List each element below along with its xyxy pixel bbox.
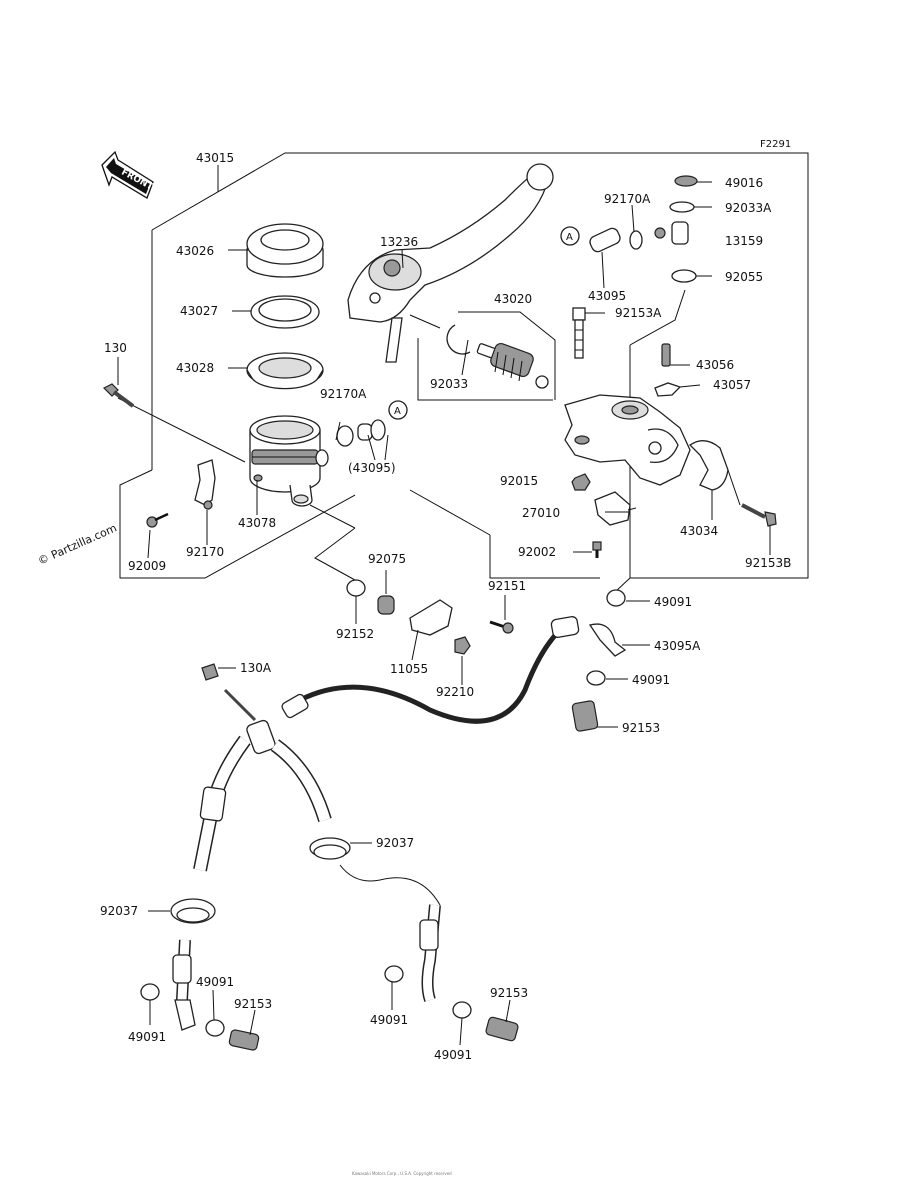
bolt-92153-right [485, 1016, 519, 1042]
bleeder-43056 [661, 343, 671, 367]
cap-49016 [674, 175, 698, 187]
bolt-92153-upper [571, 700, 599, 732]
reservoir-diaphragm [246, 352, 324, 390]
label-43095A: 43095A [654, 639, 701, 653]
label-49091-e: 49091 [370, 1013, 408, 1027]
washer-49091-mid-right [384, 965, 404, 983]
spacer-92075 [377, 595, 395, 615]
label-92152: 92152 [336, 627, 374, 641]
screw-92002 [592, 541, 602, 558]
label-43020: 43020 [494, 292, 532, 306]
callout-a2-letter: A [566, 232, 573, 243]
nut-92210 [454, 636, 471, 655]
bolt-92153A [572, 307, 586, 359]
label-43026: 43026 [176, 244, 214, 258]
label-43095: 43095 [588, 289, 626, 303]
washer-49091-upper-2 [586, 670, 606, 686]
hose-clamp-92037-left [170, 898, 216, 924]
label-11055: 11055 [390, 662, 428, 676]
leader-lines [117, 181, 771, 1046]
cap-43057 [654, 382, 682, 397]
label-130A: 130A [240, 661, 272, 675]
label-92055: 92055 [725, 270, 763, 284]
hose-43095 [589, 227, 643, 253]
front-arrow-icon: FRONT [101, 150, 155, 199]
washer-92055 [671, 269, 697, 283]
label-49091-c: 49091 [196, 975, 234, 989]
label-92015: 92015 [500, 474, 538, 488]
clamp-43034 [688, 440, 729, 491]
washer-49091-left [140, 983, 160, 1001]
bolt-92151 [489, 620, 514, 634]
label-49091-a: 49091 [654, 595, 692, 609]
fitting-13159 [654, 221, 689, 245]
master-cylinder-body [564, 394, 691, 486]
bracket-11055 [409, 599, 453, 636]
label-92002: 92002 [518, 545, 556, 559]
label-43078: 43078 [238, 516, 276, 530]
brake-hose-right [339, 864, 441, 1002]
label-43057: 43057 [713, 378, 751, 392]
watermark: © Partzilla.com [36, 521, 119, 567]
washer-49091-right [452, 1001, 472, 1019]
label-92037-a: 92037 [376, 836, 414, 850]
hose-clamp-92037-right [309, 837, 351, 860]
label-92037-b: 92037 [100, 904, 138, 918]
label-43056: 43056 [696, 358, 734, 372]
label-92153A: 92153A [615, 306, 662, 320]
label-92153B: 92153B [745, 556, 791, 570]
label-92170: 92170 [186, 545, 224, 559]
label-43034: 43034 [680, 524, 718, 538]
reservoir-tank [249, 415, 329, 507]
reservoir-plate [250, 295, 320, 329]
label-92075: 92075 [368, 552, 406, 566]
footer-copyright: Kawasaki Motors Corp., U.S.A. Copyright … [352, 1171, 452, 1176]
label-43095-reservoir: (43095) [348, 461, 396, 475]
brake-hose-junction [193, 719, 332, 872]
callout-a1: A [388, 400, 408, 420]
label-92153-c: 92153 [490, 986, 528, 1000]
figure-code: F2291 [760, 139, 791, 150]
brake-lever [347, 163, 554, 363]
label-92170A-top: 92170A [604, 192, 651, 206]
label-49091-f: 49091 [434, 1048, 472, 1062]
label-92033A: 92033A [725, 201, 772, 215]
label-49091-d: 49091 [128, 1030, 166, 1044]
label-13236: 13236 [380, 235, 418, 249]
label-92170A-reservoir: 92170A [320, 387, 367, 401]
label-27010: 27010 [522, 506, 560, 520]
label-49091-b: 49091 [632, 673, 670, 687]
bolt-92153-left [228, 1029, 260, 1051]
washer-49091-upper-1 [606, 589, 626, 607]
bolt-92153B [741, 503, 777, 527]
label-92151: 92151 [488, 579, 526, 593]
callout-a1-letter: A [394, 406, 401, 417]
label-92033: 92033 [430, 377, 468, 391]
label-13159: 13159 [725, 234, 763, 248]
label-92009: 92009 [128, 559, 166, 573]
switch-27010 [594, 491, 637, 526]
label-92210: 92210 [436, 685, 474, 699]
callout-a2: A [560, 226, 580, 246]
label-43027: 43027 [180, 304, 218, 318]
washer-92152 [346, 579, 366, 597]
nut-92015 [571, 473, 591, 491]
brake-hose-upper [201, 616, 627, 724]
label-49016: 49016 [725, 176, 763, 190]
label-43015: 43015 [196, 151, 234, 165]
reservoir-cap [246, 223, 324, 278]
brake-hose-left [172, 939, 196, 1031]
bolt-130 [102, 383, 135, 408]
washer-49091-mid-left [205, 1019, 225, 1037]
label-130: 130 [104, 341, 127, 355]
label-92153-a: 92153 [622, 721, 660, 735]
label-92153-b: 92153 [234, 997, 272, 1011]
piston-assembly [446, 324, 549, 389]
bracket-92170 [194, 459, 216, 510]
label-43028: 43028 [176, 361, 214, 375]
screw-92009 [146, 512, 169, 528]
clip-92033A [669, 201, 695, 213]
reservoir-hose-clamp [336, 419, 386, 447]
